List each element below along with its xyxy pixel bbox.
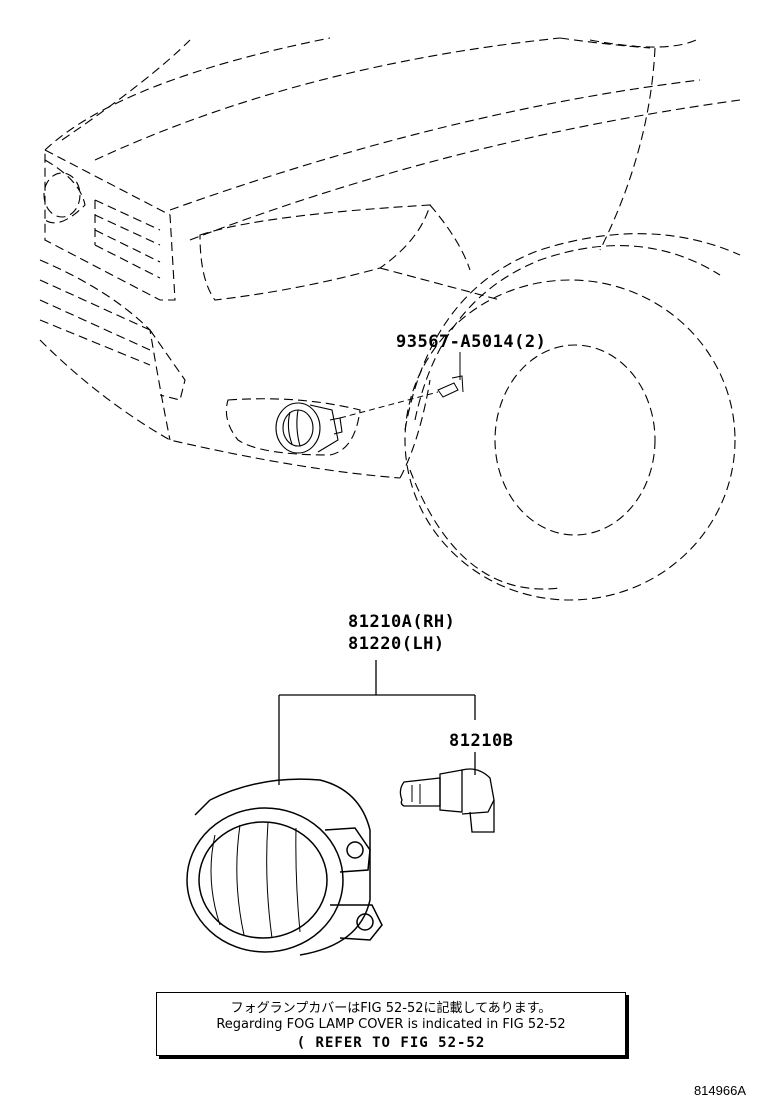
clip-leader-line [339, 391, 439, 419]
figure-id: 814966A [693, 1083, 746, 1098]
note-japanese-text: フォグランプカバーはFIG 52-52に記載してあります。 [230, 1001, 552, 1016]
fog-lamp-lh-part-number: 81220 [348, 634, 402, 654]
fog-lamp-lh-side: (LH) [401, 634, 445, 654]
bulb-part-label[interactable]: 81210B [449, 731, 513, 751]
clip-fastener-drawing [437, 375, 464, 398]
fog-lamp-rh-label[interactable]: 81210A(RH) [348, 612, 455, 632]
fog-lamp-assembly-drawing [186, 778, 383, 956]
note-english-text: Regarding FOG LAMP COVER is indicated in… [216, 1017, 566, 1032]
bulb-drawing [399, 768, 495, 833]
clip-quantity: (2) [514, 332, 547, 352]
reference-note-box: フォグランプカバーはFIG 52-52に記載してあります。 Regarding … [156, 992, 626, 1056]
fog-lamp-lh-label[interactable]: 81220(LH) [348, 634, 445, 654]
clip-part-label[interactable]: 93567-A5014(2) [396, 332, 546, 352]
callout-bracket [278, 660, 476, 785]
note-refer-link[interactable]: ( REFER TO FIG 52-52 [296, 1035, 486, 1051]
bulb-part-number: 81210B [449, 731, 514, 751]
fog-lamp-rh-side: (RH) [412, 612, 456, 632]
vehicle-outline [39, 37, 741, 601]
fog-lamp-rh-part-number: 81210A [348, 612, 413, 632]
fog-lamp-installed-drawing [275, 402, 343, 454]
clip-part-number: 93567-A5014 [396, 332, 515, 352]
